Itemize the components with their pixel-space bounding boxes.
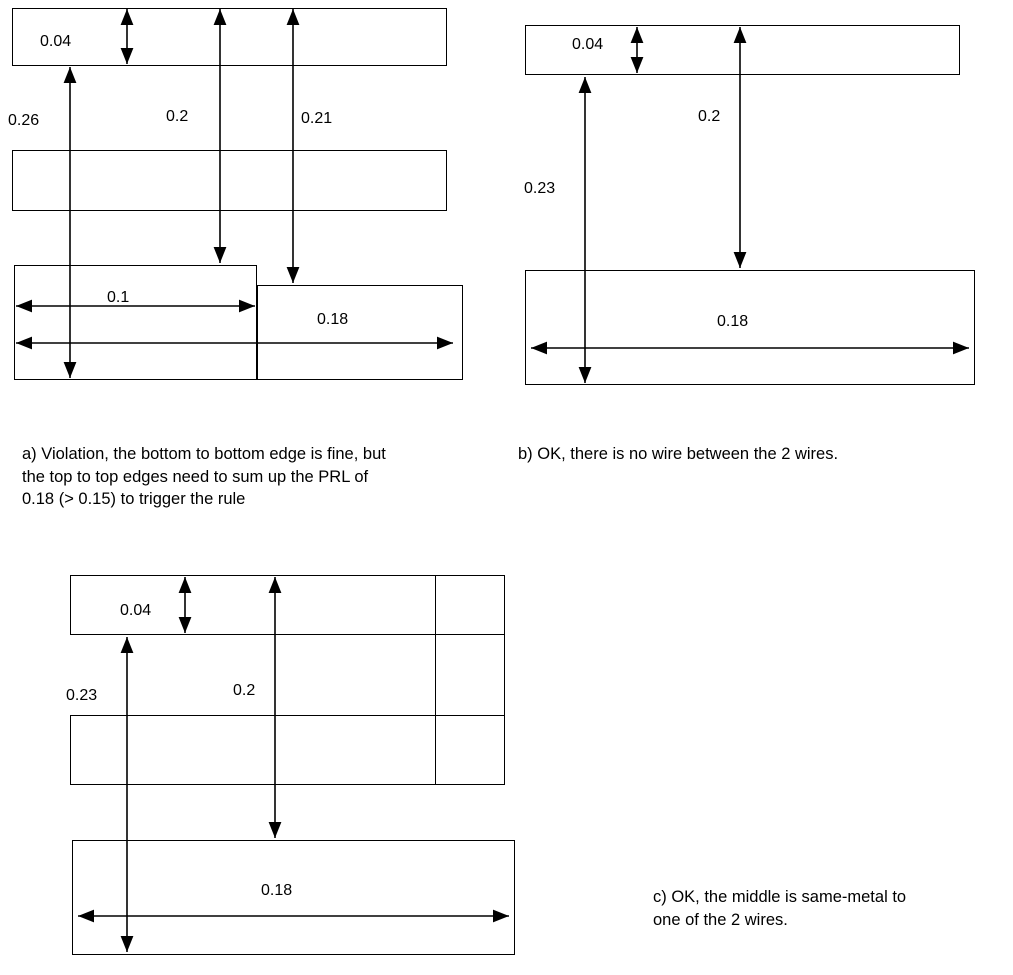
dim-label-b-wire-width: 0.04 [572,36,604,53]
dim-label-a-bottom-to-bottom: 0.26 [8,112,40,129]
caption-a-line-1: a) Violation, the bottom to bottom edge … [22,445,386,463]
wire-a-bottom-left [14,265,257,380]
caption-c-line-1: c) OK, the middle is same-metal to [653,888,907,906]
caption-a: a) Violation, the bottom to bottom edge … [22,443,386,511]
caption-b-line-1: b) OK, there is no wire between the 2 wi… [518,445,839,463]
dim-label-c-width: 0.18 [261,882,293,899]
dim-label-a-prl-total: 0.18 [317,311,349,328]
caption-b: b) OK, there is no wire between the 2 wi… [518,443,838,466]
wire-a-top [12,8,447,66]
wire-b-bottom [525,270,975,385]
dim-label-a-top-to-top-left: 0.2 [166,108,189,125]
wire-c-bottom [72,840,515,955]
caption-a-line-3: 0.18 (> 0.15) to trigger the rule [22,490,246,508]
wire-c-middle [70,715,505,785]
dim-label-b-top-to-top: 0.2 [698,108,721,125]
dim-label-c-bottom-to-bottom: 0.23 [66,687,98,704]
wire-a-middle [12,150,447,211]
dim-label-a-prl-left: 0.1 [107,289,130,306]
dim-label-c-wire-width: 0.04 [120,602,152,619]
dim-label-b-bottom-to-bottom: 0.23 [524,180,556,197]
caption-c-line-2: one of the 2 wires. [653,910,788,929]
dim-label-a-wire-width: 0.04 [40,33,72,50]
caption-a-line-2: the top to top edges need to sum up the … [22,467,369,486]
wire-a-bottom-right [257,285,463,380]
dim-label-b-width: 0.18 [717,313,749,330]
dim-label-c-top-to-top: 0.2 [233,682,256,699]
caption-c: c) OK, the middle is same-metal to one o… [653,886,906,931]
dim-label-a-top-to-top-right: 0.21 [301,110,333,127]
